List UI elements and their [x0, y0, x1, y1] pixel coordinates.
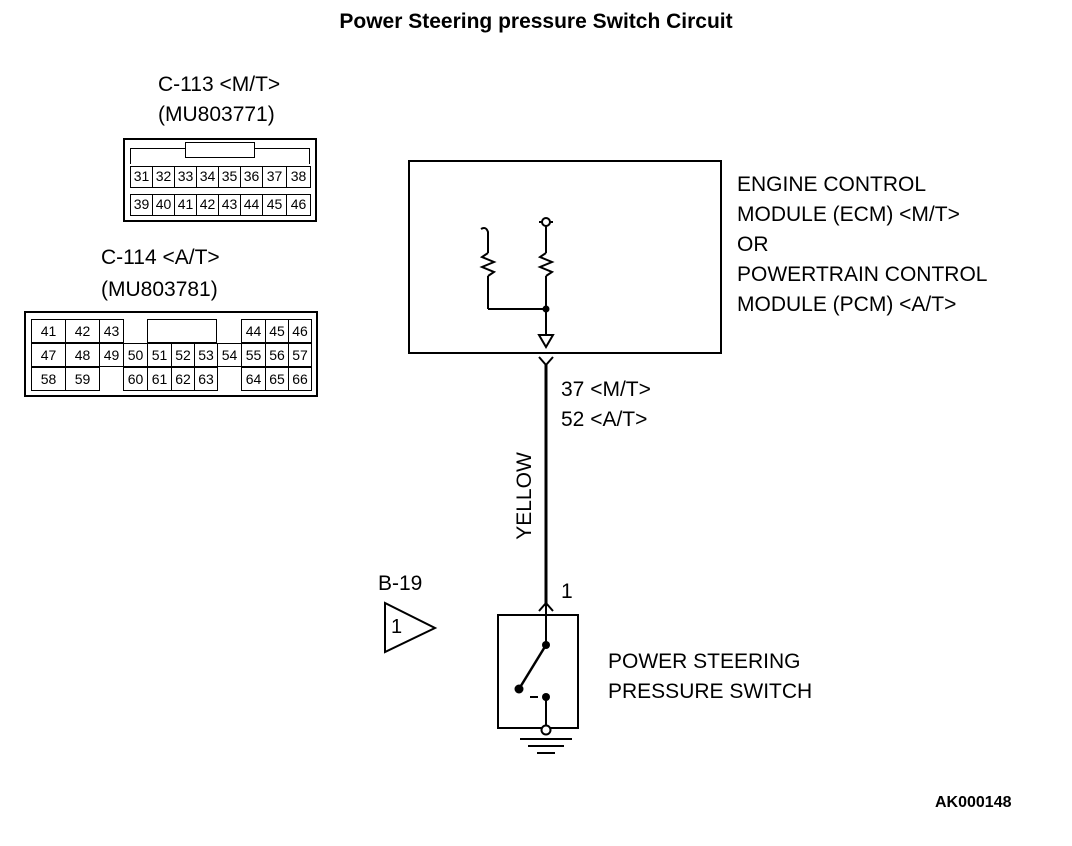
- c114-pin: 61: [147, 367, 172, 391]
- c114-pin: 41: [31, 319, 66, 343]
- c114-pin: 54: [217, 343, 242, 367]
- c114-pin: 47: [31, 343, 66, 367]
- c114-pin: 44: [241, 319, 266, 343]
- c114-pin: 56: [265, 343, 289, 367]
- c114-connector-face: [24, 311, 318, 397]
- switch-label-line-1: POWER STEERING: [608, 650, 801, 673]
- c113-pin: 41: [174, 194, 197, 216]
- c114-pin: 63: [194, 367, 218, 391]
- c114-pin: 42: [65, 319, 100, 343]
- ground-icon: [520, 724, 572, 754]
- ecm-label-line-4: POWERTRAIN CONTROL: [737, 263, 988, 286]
- c113-pin: 44: [240, 194, 263, 216]
- ground-arrow-icon: [537, 334, 555, 349]
- diagram-title: Power Steering pressure Switch Circuit: [339, 10, 733, 33]
- resistor-icon: [479, 252, 497, 277]
- c114-pin: 66: [288, 367, 312, 391]
- resistor-icon: [537, 252, 555, 277]
- c114-part-number: (MU803781): [101, 278, 218, 301]
- switch-label-line-2: PRESSURE SWITCH: [608, 680, 813, 703]
- c113-part-number: (MU803771): [158, 103, 275, 126]
- c113-lock-tab: [185, 142, 255, 158]
- ecm-label-line-3: OR: [737, 233, 769, 256]
- pin-label-at: 52 <A/T>: [561, 408, 648, 431]
- figure-code: AK000148: [935, 794, 1012, 811]
- pin-label-mt: 37 <M/T>: [561, 378, 651, 401]
- c114-pin: 57: [288, 343, 312, 367]
- c113-pin: 35: [218, 166, 241, 188]
- pressure-switch-icon: [514, 606, 550, 726]
- c114-pin: 51: [147, 343, 172, 367]
- c114-pin: 43: [99, 319, 124, 343]
- c113-pin: 33: [174, 166, 197, 188]
- c114-pin: 64: [241, 367, 266, 391]
- ecm-box: [408, 160, 722, 354]
- c114-pin: 58: [31, 367, 66, 391]
- c114-pin: 46: [288, 319, 312, 343]
- ecm-label-line-2: MODULE (ECM) <M/T>: [737, 203, 960, 226]
- junction-dot-icon: [542, 305, 550, 313]
- terminal-circle-icon: [541, 217, 551, 227]
- c113-pin: 45: [262, 194, 287, 216]
- b19-pin-number: 1: [391, 616, 403, 638]
- ecm-label-line-5: MODULE (PCM) <A/T>: [737, 293, 957, 316]
- switch-box: [497, 614, 579, 729]
- b19-label: B-19: [378, 572, 423, 595]
- ecm-connector-chevron-icon: [538, 356, 554, 367]
- c114-lock-tab: [147, 319, 217, 343]
- c114-pin: 59: [65, 367, 100, 391]
- c113-pin: 36: [240, 166, 263, 188]
- ecm-label-line-1: ENGINE CONTROL: [737, 173, 927, 196]
- c113-pin: 38: [286, 166, 311, 188]
- wire-color-label: YELLOW: [513, 452, 536, 540]
- c113-pin: 32: [152, 166, 175, 188]
- c114-label: C-114 <A/T>: [101, 246, 220, 269]
- c113-label: C-113 <M/T>: [158, 73, 281, 96]
- b19-connector-triangle-icon: [384, 601, 438, 654]
- ecm-internal-circuit: [479, 221, 555, 349]
- c113-pin: 34: [196, 166, 219, 188]
- c114-pin: 62: [171, 367, 195, 391]
- switch-connector-chevron-icon: [538, 601, 554, 612]
- c113-pin: 39: [130, 194, 153, 216]
- c114-pin: 48: [65, 343, 100, 367]
- c114-pin: 53: [194, 343, 218, 367]
- c113-pin: 46: [286, 194, 311, 216]
- c114-pin: 55: [241, 343, 266, 367]
- c113-pin: 31: [130, 166, 153, 188]
- switch-pin-label: 1: [561, 580, 573, 603]
- c113-connector-face: [123, 138, 317, 222]
